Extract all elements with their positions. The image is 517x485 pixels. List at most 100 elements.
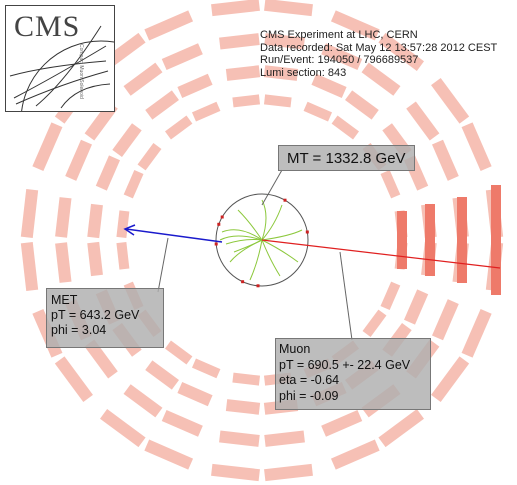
muon-chamber <box>432 139 459 181</box>
experiment-label: CMS Experiment at LHC, CERN <box>260 29 418 41</box>
muon-chamber <box>219 430 260 447</box>
muon-chamber <box>123 169 144 199</box>
muon-chamber <box>20 189 39 238</box>
muon-chamber <box>232 94 261 108</box>
muon-chamber <box>432 299 459 341</box>
calorimeter-hit <box>217 222 221 226</box>
muon-chamber <box>161 410 203 437</box>
muon-chamber <box>137 143 162 171</box>
muon-chamber <box>87 203 103 239</box>
mt-label: MT = 1332.8 GeV <box>287 150 406 167</box>
calorimeter-hit <box>241 280 245 284</box>
muon-track <box>261 239 501 269</box>
muon-chamber-hit <box>457 197 467 283</box>
muon-chamber-hit <box>425 204 435 276</box>
muon-chamber <box>311 73 347 99</box>
muon-chamber <box>219 33 260 50</box>
muon-chamber <box>54 356 93 402</box>
mt-callout-line <box>261 169 283 206</box>
muon-chamber <box>380 281 401 311</box>
muon-chamber <box>177 73 213 99</box>
mt-label-box: MT = 1332.8 GeV <box>278 145 415 171</box>
muon-eta: eta = -0.64 <box>279 373 340 387</box>
met-callout-line <box>157 237 169 293</box>
muon-chamber <box>461 308 492 358</box>
muon-chamber <box>65 139 92 181</box>
muon-chamber <box>177 381 213 407</box>
muon-chamber <box>264 33 305 50</box>
muon-chamber <box>321 410 363 437</box>
met-phi: phi = 3.04 <box>51 323 107 337</box>
muon-chamber <box>264 430 305 447</box>
charged-track <box>237 209 263 241</box>
muon-chamber <box>403 289 429 325</box>
charged-track <box>261 239 299 263</box>
event-info: CMS Experiment at LHC, CERN Data recorde… <box>260 29 497 79</box>
calorimeter-hit <box>214 242 218 246</box>
calorimeter-hit <box>256 284 260 288</box>
charged-track <box>261 229 303 241</box>
muon-chamber <box>263 65 299 81</box>
muon-pt: pT = 690.5 +- 22.4 GeV <box>279 357 411 372</box>
muon-phi: phi = -0.09 <box>279 388 339 403</box>
muon-chamber <box>95 155 121 191</box>
charged-track <box>233 239 263 253</box>
charged-track <box>261 204 283 241</box>
muon-chamber <box>232 372 261 386</box>
met-pt: pT = 643.2 GeV <box>51 308 140 322</box>
muon-chamber <box>330 439 380 470</box>
muon-chamber <box>116 210 130 239</box>
muon-label-box: Muon pT = 690.5 +- 22.4 GeV eta = -0.64 … <box>275 338 431 410</box>
muon-chamber <box>165 115 193 140</box>
muon-chamber <box>116 241 130 270</box>
muon-chamber <box>431 356 470 402</box>
muon-chamber <box>112 123 142 157</box>
muon-chamber <box>123 384 163 418</box>
muon-chamber <box>145 360 179 390</box>
muon-chamber <box>144 10 194 41</box>
muon-chamber <box>361 62 401 96</box>
charged-track <box>261 239 281 277</box>
muon-chamber <box>406 101 440 141</box>
cms-logo: CMS Compact Muon Solenoid <box>5 5 115 112</box>
muon-chamber <box>145 90 179 120</box>
met-arrowhead <box>123 224 136 236</box>
muon-chamber <box>461 122 492 172</box>
muon-chamber-hit <box>491 185 501 295</box>
muon-chamber <box>84 339 118 379</box>
muon-chamber <box>123 62 163 96</box>
met-label-box: MET pT = 643.2 GeV phi = 3.04 <box>46 288 164 348</box>
muon-chamber <box>191 358 221 379</box>
muon-chamber <box>225 65 261 81</box>
charged-track <box>249 239 263 281</box>
muon-chamber-hits <box>397 185 501 295</box>
run-event-label: Run/Event: 194050 / 796689537 <box>260 54 419 66</box>
muon-chamber <box>264 463 313 482</box>
muon-chamber <box>331 115 359 140</box>
charged-track <box>221 229 263 241</box>
muon-chamber <box>330 10 380 41</box>
recorded-label: Data recorded: Sat May 12 13:57:28 2012 … <box>260 41 498 54</box>
calorimeter-hit <box>283 198 287 202</box>
lumi-label: Lumi section: 843 <box>260 66 347 79</box>
muon-chamber-hit <box>397 211 407 269</box>
muon-chamber <box>100 409 146 448</box>
muon-chamber <box>20 242 39 291</box>
muon-chamber <box>263 94 292 108</box>
muon-chamber <box>345 90 379 120</box>
muon-chamber <box>380 169 401 199</box>
calorimeter-hit <box>220 215 224 219</box>
charged-track <box>225 239 263 245</box>
logo-subtext: Compact Muon Solenoid <box>78 44 84 99</box>
charged-track <box>219 235 263 241</box>
muon-chamber <box>191 101 221 122</box>
met-arrow <box>125 228 223 243</box>
muon-chamber <box>378 409 424 448</box>
muon-chamber <box>165 340 193 365</box>
muon-chamber <box>55 242 72 283</box>
tracker-region <box>214 193 309 288</box>
muon-callout-line <box>339 251 353 341</box>
met-title: MET <box>51 293 78 307</box>
muon-chamber <box>144 439 194 470</box>
